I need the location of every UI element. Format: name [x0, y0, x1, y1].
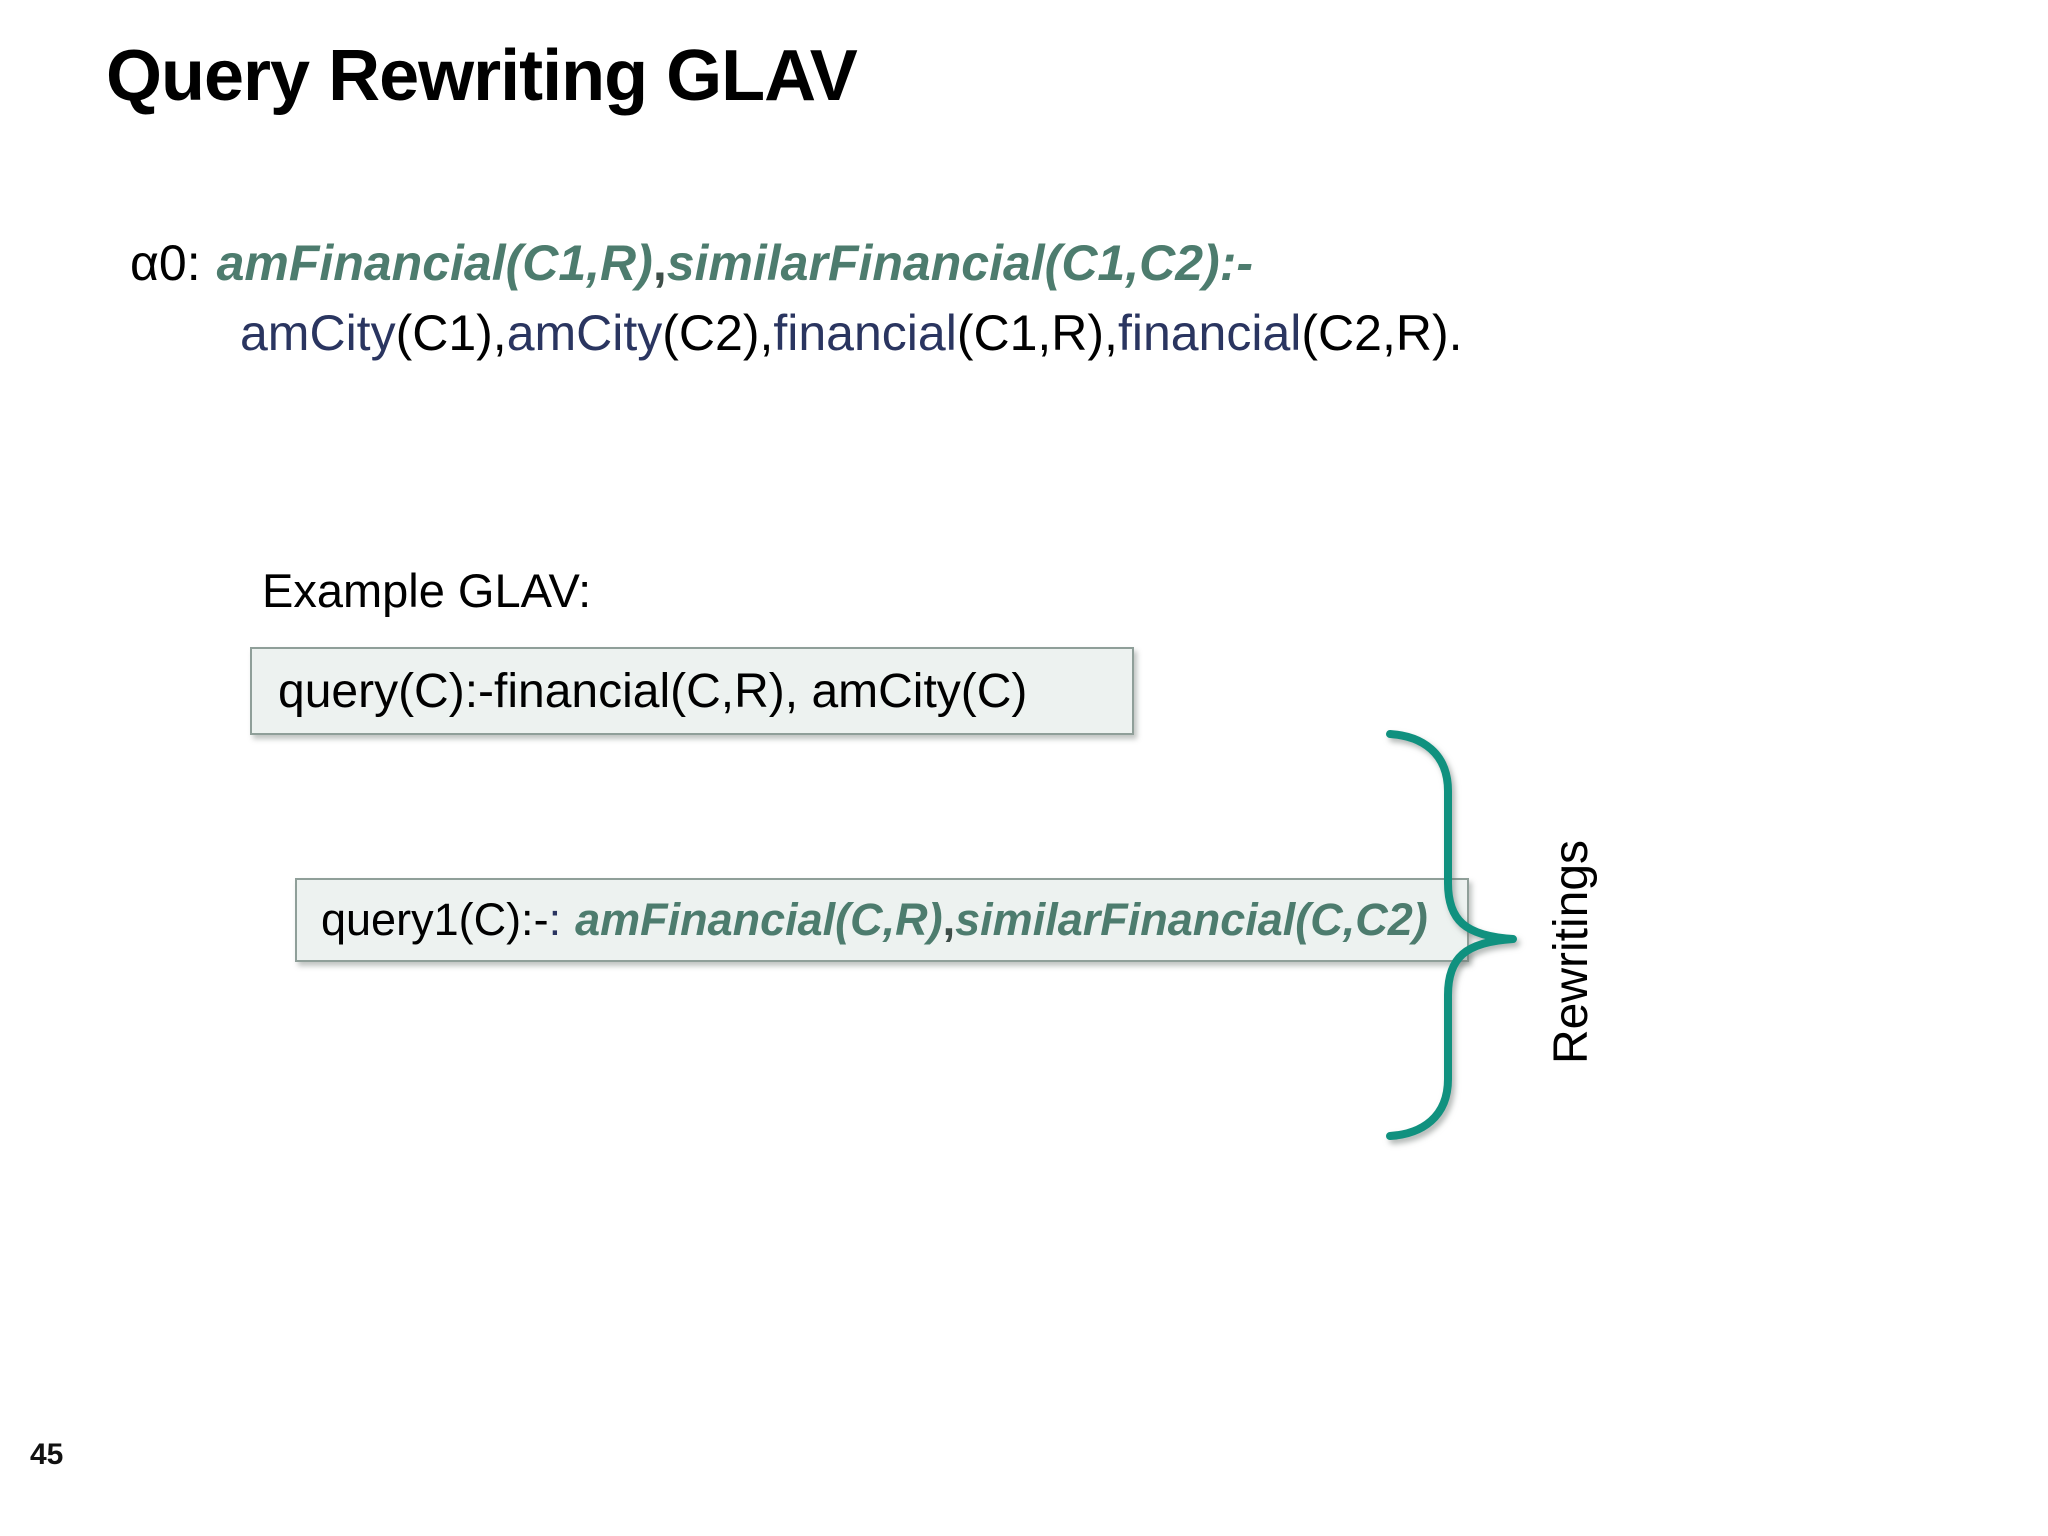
rewriting-extra-colon: : — [548, 894, 562, 945]
rule-alpha-label: α0: — [130, 235, 201, 291]
rewriting-query-box: query1(C):-: amFinancial(C,R),similarFina… — [295, 878, 1469, 962]
body-predicate-name: amCity — [506, 305, 663, 361]
example-query-text: query(C):-financial(C,R), amCity(C) — [278, 664, 1028, 718]
rule-head-atom1: amFinancial(C1,R) — [216, 235, 653, 291]
body-predicate-args: (C1), — [395, 305, 507, 361]
body-predicate-name: financial — [1117, 305, 1302, 361]
rewriting-query-head: query1(C):- — [321, 894, 549, 945]
body-predicate-args: (C2), — [662, 305, 774, 361]
rule-implication: :- — [1219, 235, 1254, 291]
rewriting-comma: , — [942, 894, 956, 945]
rule-head-comma: , — [652, 235, 667, 291]
body-predicate-name: amCity — [240, 305, 396, 361]
example-query-box: query(C):-financial(C,R), amCity(C) — [250, 647, 1134, 735]
rule-head-atom2: similarFinancial(C1,C2) — [666, 235, 1220, 291]
body-predicate-name: financial — [773, 305, 957, 361]
mapping-rule-body-line: amCity(C1),amCity(C2),financial(C1,R),fi… — [130, 298, 1463, 368]
curly-brace-path — [1386, 730, 1517, 1140]
rewritings-label: Rewritings — [1545, 839, 1598, 1065]
page-number: 45 — [30, 1438, 64, 1471]
slide-title: Query Rewriting GLAV — [106, 36, 858, 116]
rewriting-atom1: amFinancial(C,R) — [575, 894, 943, 945]
mapping-rule-head-line: α0: amFinancial(C1,R),similarFinancial(C1… — [130, 228, 1463, 298]
curly-brace-icon — [1386, 730, 1517, 1140]
rewriting-atom2: similarFinancial(C,C2) — [955, 894, 1428, 945]
glav-mapping-rule: α0: amFinancial(C1,R),similarFinancial(C1… — [130, 228, 1463, 368]
body-predicate-args: (C1,R), — [956, 305, 1118, 361]
body-predicate-args: (C2,R). — [1301, 305, 1463, 361]
example-glav-heading: Example GLAV: — [262, 564, 592, 617]
